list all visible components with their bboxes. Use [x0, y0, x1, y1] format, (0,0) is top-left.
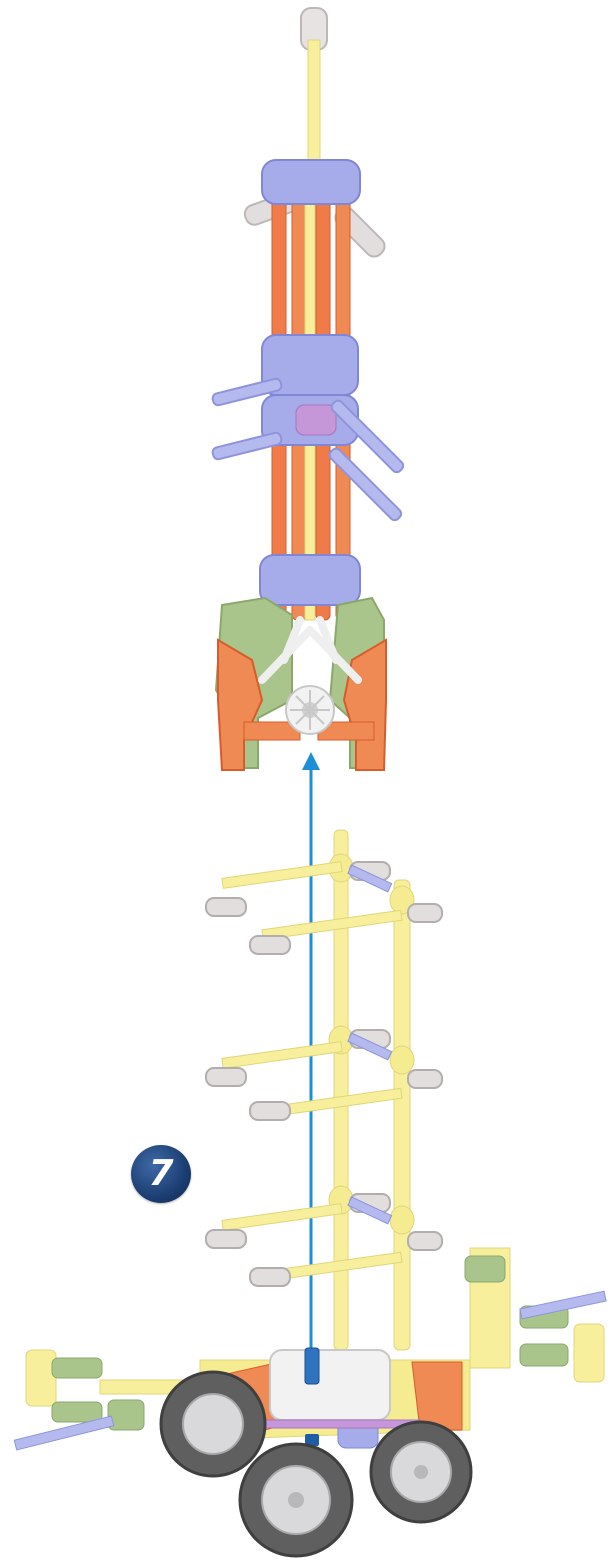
step-number-badge: 7	[131, 1145, 191, 1203]
rocket-model	[212, 8, 406, 770]
step-number: 7	[148, 1156, 173, 1192]
